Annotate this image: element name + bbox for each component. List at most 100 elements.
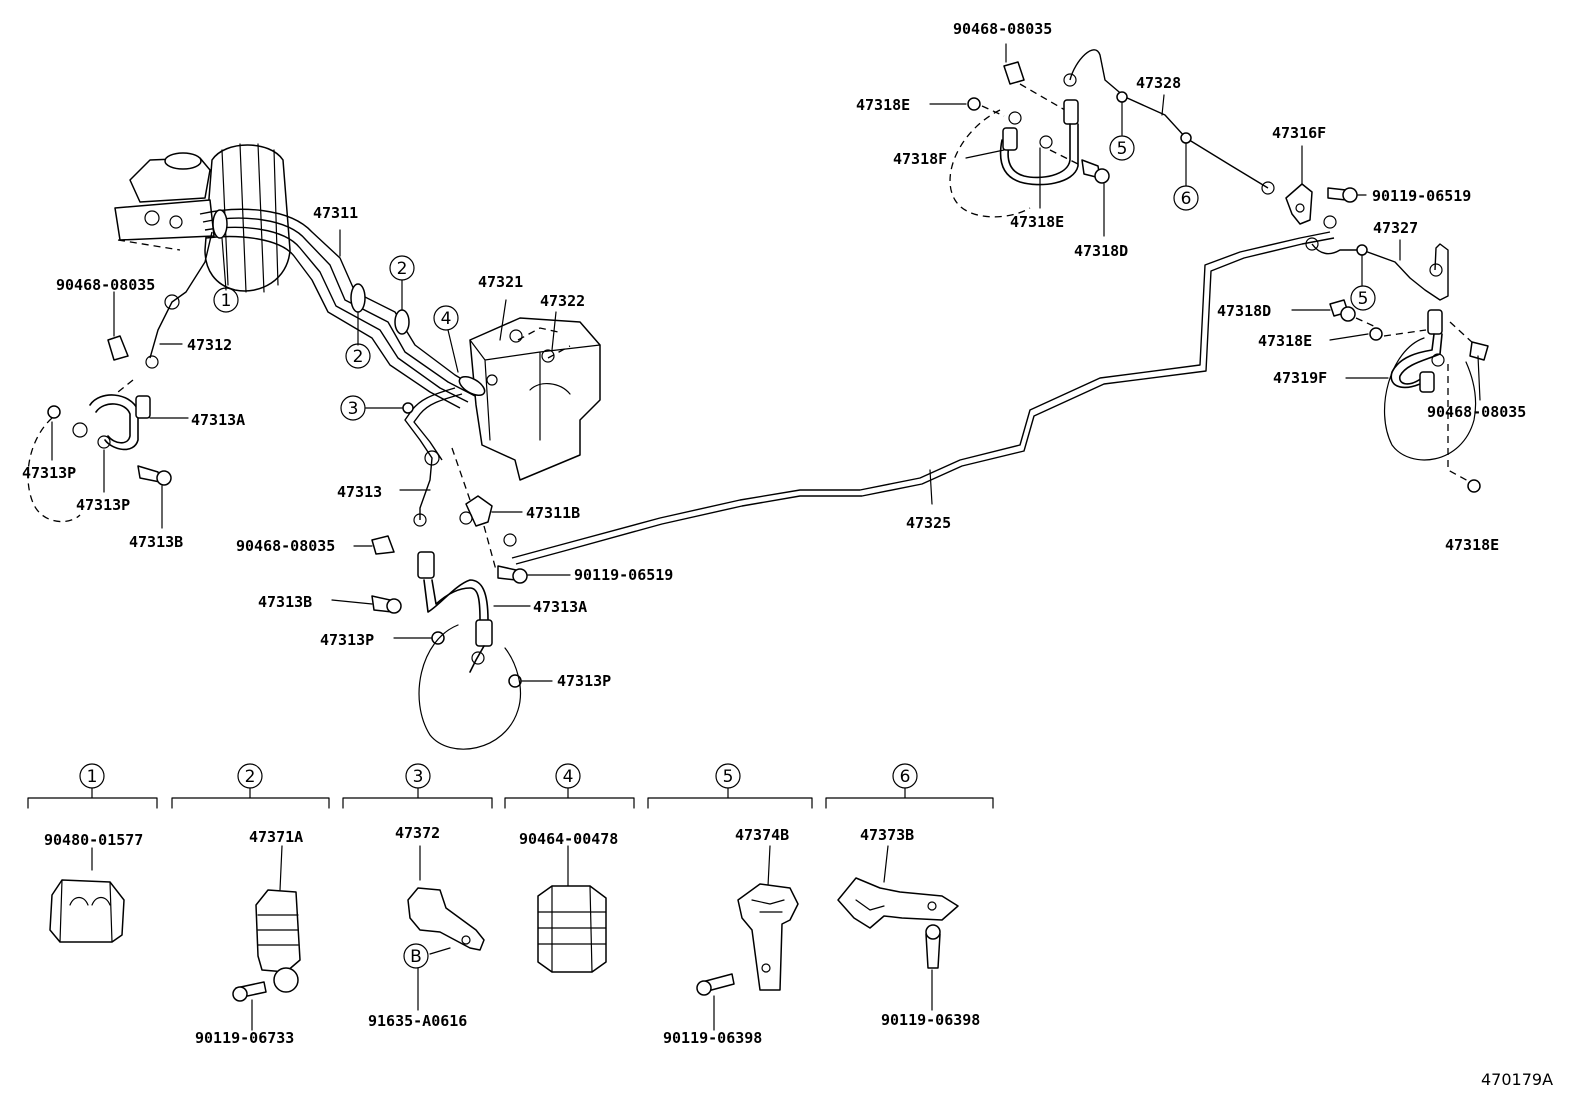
label-47321: 47321 <box>478 273 523 291</box>
flexible-hose-47318F <box>999 99 1079 186</box>
group-3-number: 3 <box>413 767 424 787</box>
label-47313: 47313 <box>337 483 382 501</box>
label-90468-08035-left: 90468-08035 <box>56 276 155 294</box>
callout-2-a: 2 <box>353 347 364 367</box>
callout-2-b: 2 <box>397 259 408 279</box>
gasket-47318E-right <box>1369 327 1383 341</box>
bolt-90119-06519-right <box>1327 187 1358 203</box>
label-90464-00478: 90464-00478 <box>519 830 618 848</box>
flexible-hose-47313A-left <box>27 379 151 523</box>
detail-group-5: 5 <box>647 763 813 1031</box>
label-47371A: 47371A <box>249 828 303 846</box>
brake-master-cylinder-and-booster <box>114 143 291 293</box>
bracket-47316F <box>1285 183 1313 225</box>
part-labels: 90468-08035 47318E 47318F 47318E 47318D … <box>22 20 1526 1047</box>
clip-90468-08035-left <box>107 335 129 361</box>
label-47313A-lower: 47313A <box>533 598 587 616</box>
detail-group-4: 4 <box>504 763 635 973</box>
label-47325: 47325 <box>906 514 951 532</box>
label-47313P-lower-a: 47313P <box>320 631 374 649</box>
label-90119-06398-a: 90119-06398 <box>663 1029 762 1047</box>
callout-1-main: 1 <box>221 291 232 311</box>
group-5-number: 5 <box>723 767 734 787</box>
label-47322: 47322 <box>540 292 585 310</box>
label-91635-A0616: 91635-A0616 <box>368 1012 467 1030</box>
label-90468-08035-mid: 90468-08035 <box>236 537 335 555</box>
label-47328: 47328 <box>1136 74 1181 92</box>
label-47316F: 47316F <box>1272 124 1326 142</box>
label-47319F: 47319F <box>1273 369 1327 387</box>
label-47373B: 47373B <box>860 826 914 844</box>
label-47313A-left: 47313A <box>191 411 245 429</box>
bolt-47313B-left <box>137 465 172 486</box>
label-47327: 47327 <box>1373 219 1418 237</box>
label-47311: 47311 <box>313 204 358 222</box>
label-90119-06733: 90119-06733 <box>195 1029 294 1047</box>
detail-group-1: 1 <box>27 763 158 943</box>
brake-caliper-outline-upper <box>949 109 1031 218</box>
label-47313P-left-a: 47313P <box>22 464 76 482</box>
clamp-47311B <box>451 447 497 571</box>
clip-90468-08035-top <box>1003 61 1025 85</box>
label-47318D-top: 47318D <box>1074 242 1128 260</box>
group-4-number: 4 <box>563 767 574 787</box>
label-47313P-left-b: 47313P <box>76 496 130 514</box>
label-47318F: 47318F <box>893 150 947 168</box>
callout-3-main: 3 <box>348 399 359 419</box>
actuator-bracket-47322 <box>517 327 571 359</box>
callout-5-top: 5 <box>1117 139 1128 159</box>
group-2-number: 2 <box>245 767 256 787</box>
group-1-number: 1 <box>87 767 98 787</box>
brake-tube-47327 <box>1305 215 1449 301</box>
label-47374B: 47374B <box>735 826 789 844</box>
brake-caliper-outline-left <box>418 624 522 750</box>
bolt-47318D-right <box>1329 299 1379 329</box>
label-47313B-lower: 47313B <box>258 593 312 611</box>
gasket-47318E-top <box>967 97 981 111</box>
leader-lines <box>51 43 1481 682</box>
diagram-reference-number: 470179A <box>1481 1070 1553 1089</box>
brake-tube-47312 <box>145 231 213 369</box>
label-47311B: 47311B <box>526 504 580 522</box>
abs-actuator-47321 <box>469 317 601 481</box>
clip-90468-08035-mid <box>371 535 395 555</box>
callout-B: B <box>410 947 422 967</box>
clip-90468-08035-right <box>1469 341 1489 361</box>
gasket-47318E-lower <box>1467 479 1481 493</box>
group-6-number: 6 <box>900 767 911 787</box>
bolt-47318D-top <box>1049 149 1110 184</box>
gasket-47313P-lower-a <box>431 631 445 645</box>
label-47318E-mid: 47318E <box>1010 213 1064 231</box>
detail-groups: 1 2 3 <box>27 763 994 1031</box>
brake-tube-47325 <box>511 231 1331 559</box>
brake-tube-47313 <box>404 387 463 527</box>
label-47313B-left: 47313B <box>129 533 183 551</box>
label-47318E-lower: 47318E <box>1445 536 1499 554</box>
callout-6-top: 6 <box>1181 189 1192 209</box>
label-90119-06519-mid: 90119-06519 <box>574 566 673 584</box>
label-47372: 47372 <box>395 824 440 842</box>
label-90119-06398-b: 90119-06398 <box>881 1011 980 1029</box>
label-90119-06519-right: 90119-06519 <box>1372 187 1471 205</box>
label-47312: 47312 <box>187 336 232 354</box>
flexible-hose-47313A-lower <box>417 551 493 673</box>
callout-markers: 1 2 2 3 4 5 6 5 <box>212 91 1376 421</box>
detail-group-2: 2 <box>171 763 330 1031</box>
gasket-47313P-lower-b <box>508 674 522 688</box>
flexible-hose-47319F <box>1390 309 1445 393</box>
brake-caliper-outline-right <box>1384 337 1477 461</box>
label-90468-08035-right: 90468-08035 <box>1427 403 1526 421</box>
bolt-90119-06519-mid <box>497 533 528 584</box>
label-47313P-lower-b: 47313P <box>557 672 611 690</box>
bolt-47313B-lower <box>371 595 402 614</box>
brake-tube-47328 <box>1063 49 1275 195</box>
label-47318E-top: 47318E <box>856 96 910 114</box>
callout-5-right: 5 <box>1358 289 1369 309</box>
detail-group-6: 6 <box>825 763 994 1011</box>
label-90468-08035-top: 90468-08035 <box>953 20 1052 38</box>
detail-group-3: 3 B <box>342 763 493 1011</box>
label-47318E-right: 47318E <box>1258 332 1312 350</box>
gasket-47313P-left <box>47 405 61 419</box>
label-47318D-right: 47318D <box>1217 302 1271 320</box>
